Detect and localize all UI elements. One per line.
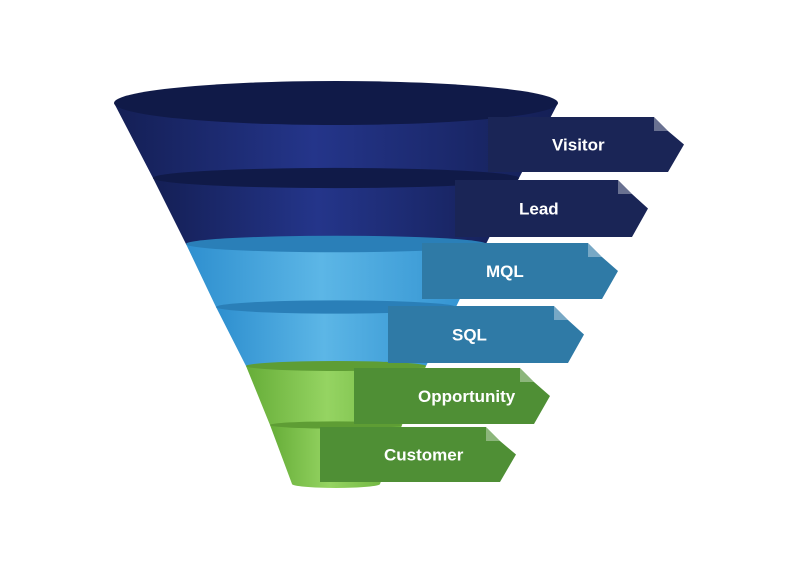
banner-fold-corner <box>554 306 568 320</box>
banner-fold-corner <box>486 427 500 441</box>
stage-label-customer: Customer <box>384 446 464 465</box>
funnel-layer-lead <box>153 167 519 255</box>
stage-label-lead: Lead <box>519 200 559 219</box>
banner-fold-corner <box>618 180 632 194</box>
banner-shape <box>354 368 550 424</box>
stage-banner-sql <box>388 306 584 363</box>
banner-shape <box>455 180 648 237</box>
banner-shape <box>388 306 584 363</box>
funnel-layer-body <box>153 178 519 255</box>
stage-banner-opportunity <box>354 368 550 424</box>
funnel-layer-visitor <box>114 81 558 192</box>
funnel-layer-rim <box>114 81 558 125</box>
stage-banner-mql <box>422 243 618 299</box>
banner-fold-corner <box>654 117 668 131</box>
funnel-banners <box>320 117 684 482</box>
funnel-layer-mql <box>186 235 486 316</box>
funnel-layer-body <box>114 103 558 192</box>
banner-shape <box>422 243 618 299</box>
funnel-layer-rim <box>186 235 486 253</box>
stage-label-opportunity: Opportunity <box>418 387 516 406</box>
stage-banner-visitor <box>488 117 684 172</box>
funnel-layer-body <box>186 244 486 316</box>
stage-label-visitor: Visitor <box>552 136 605 155</box>
stage-label-mql: MQL <box>486 262 524 281</box>
stage-label-sql: SQL <box>452 326 487 345</box>
stage-banner-lead <box>455 180 648 237</box>
stage-banner-customer <box>320 427 516 482</box>
banner-fold-corner <box>588 243 602 257</box>
banner-shape <box>320 427 516 482</box>
banner-shape <box>488 117 684 172</box>
funnel-layer-rim <box>153 167 519 189</box>
banner-fold-corner <box>520 368 534 382</box>
